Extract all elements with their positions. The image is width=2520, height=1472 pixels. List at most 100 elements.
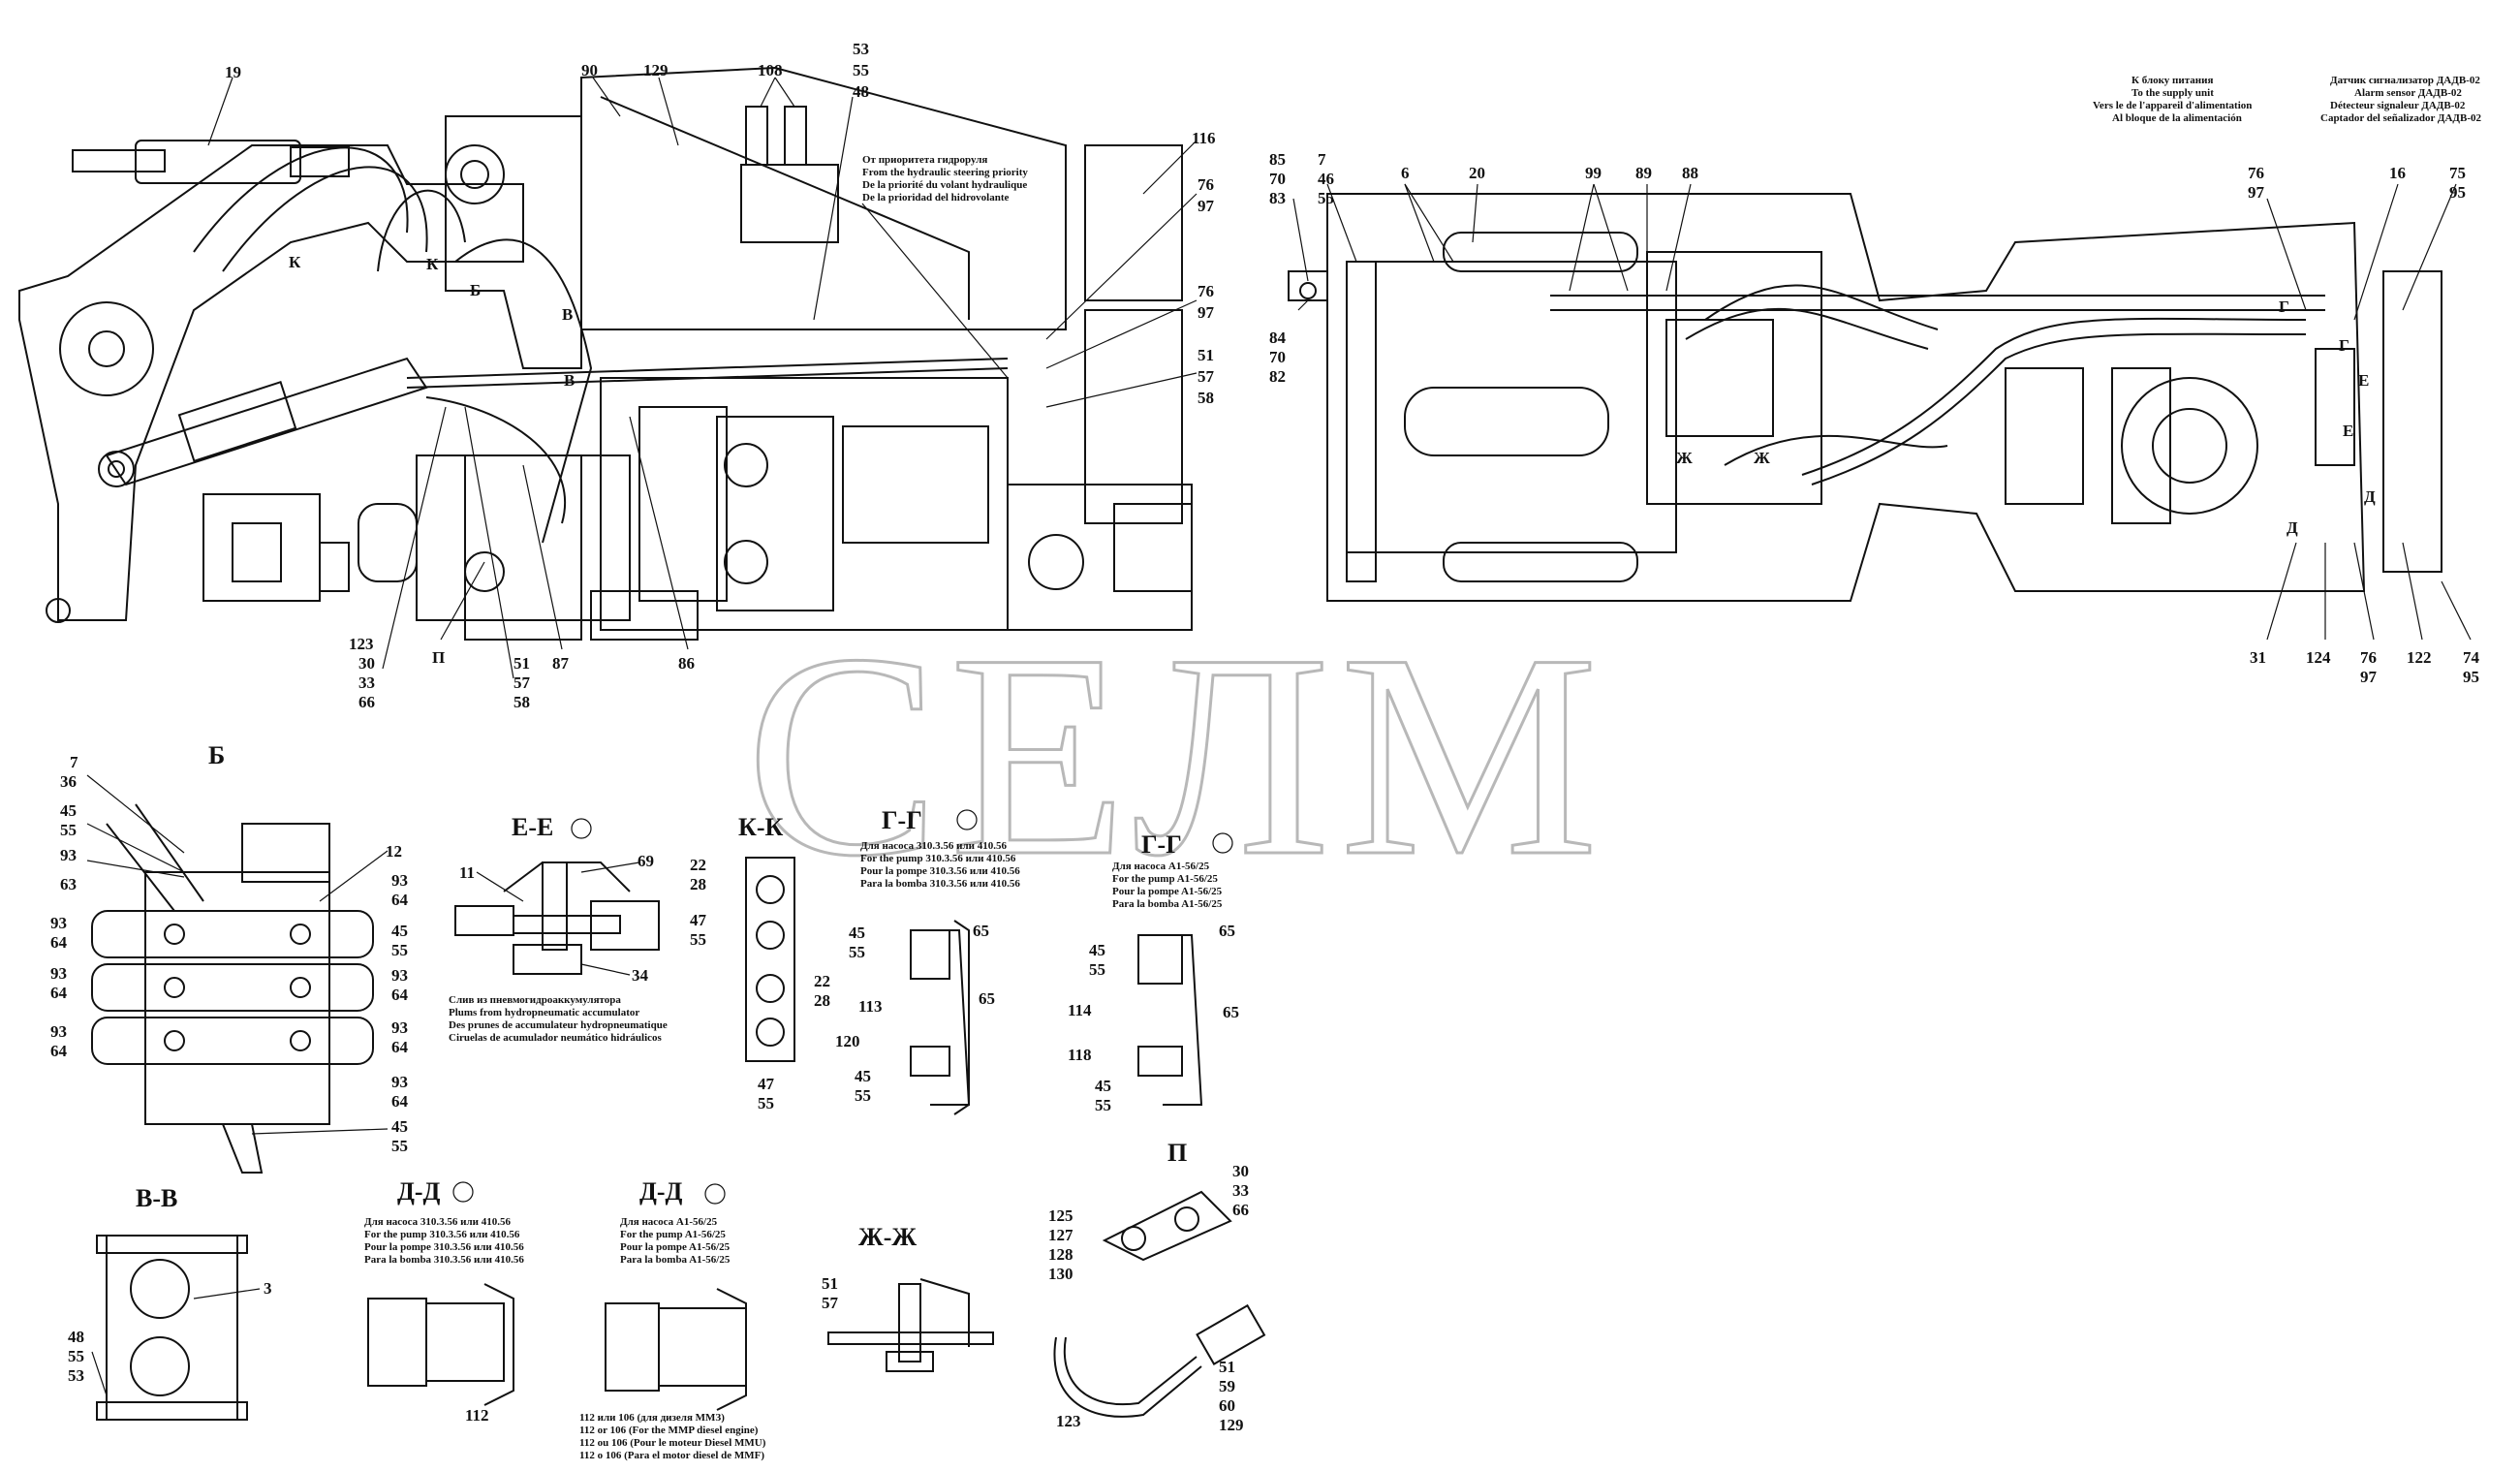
svg-text:86: 86 — [678, 654, 695, 673]
svg-text:70: 70 — [1269, 170, 1286, 188]
svg-text:64: 64 — [391, 891, 409, 909]
svg-text:46: 46 — [1318, 170, 1334, 188]
svg-text:От приоритета гидроруля: От приоритета гидроруля — [862, 154, 987, 166]
svg-text:28: 28 — [690, 875, 706, 893]
svg-text:51: 51 — [1198, 346, 1214, 364]
svg-text:20: 20 — [1469, 164, 1485, 182]
svg-text:64: 64 — [50, 933, 68, 952]
svg-text:93: 93 — [391, 1073, 408, 1091]
right-callout-labels: 85 70 83 7 46 55 6 20 99 89 88 76 97 16 … — [1269, 150, 2480, 686]
svg-text:Г-Г: Г-Г — [1141, 830, 1182, 859]
svg-text:55: 55 — [690, 930, 706, 949]
svg-text:116: 116 — [1192, 129, 1216, 147]
svg-text:12: 12 — [386, 842, 402, 861]
svg-text:31: 31 — [2250, 648, 2266, 667]
svg-text:69: 69 — [638, 852, 654, 870]
svg-text:Д: Д — [2364, 487, 2376, 506]
svg-text:93: 93 — [60, 846, 77, 864]
svg-text:Vers le de l'appareil d'alimen: Vers le de l'appareil d'alimentation — [2093, 100, 2252, 111]
svg-text:45: 45 — [1095, 1077, 1111, 1095]
svg-text:Para la bomba 310.3.56 или 410: Para la bomba 310.3.56 или 410.56 — [860, 878, 1020, 890]
svg-text:63: 63 — [60, 875, 77, 893]
svg-text:124: 124 — [2306, 648, 2331, 667]
svg-text:Pour la pompe A1-56/25: Pour la pompe A1-56/25 — [620, 1241, 731, 1253]
svg-text:45: 45 — [1089, 941, 1105, 959]
svg-text:97: 97 — [2248, 183, 2265, 202]
svg-text:Para la bomba A1-56/25: Para la bomba A1-56/25 — [620, 1254, 731, 1266]
svg-text:Д: Д — [2287, 518, 2298, 537]
svg-text:19: 19 — [225, 63, 241, 81]
svg-text:16: 16 — [2389, 164, 2406, 182]
svg-text:30: 30 — [358, 654, 375, 673]
svg-text:Ciruelas de acumulador neumáti: Ciruelas de acumulador neumático hidrául… — [449, 1032, 663, 1044]
svg-text:112 or 106 (For the MMP diesel: 112 or 106 (For the MMP diesel engine) — [579, 1425, 759, 1436]
svg-text:From the hydraulic steering pr: From the hydraulic steering priority — [862, 167, 1028, 178]
svg-text:90: 90 — [581, 61, 598, 79]
svg-text:108: 108 — [758, 61, 783, 79]
svg-text:113: 113 — [858, 997, 883, 1016]
svg-text:55: 55 — [855, 1086, 871, 1105]
svg-text:Para la bomba 310.3.56 или 410: Para la bomba 310.3.56 или 410.56 — [364, 1254, 524, 1266]
svg-text:Détecteur signaleur ДАДВ-02: Détecteur signaleur ДАДВ-02 — [2330, 100, 2466, 111]
svg-text:85: 85 — [1269, 150, 1286, 169]
svg-text:Б: Б — [208, 741, 225, 769]
svg-text:74: 74 — [2463, 648, 2480, 667]
view-gg-1: Г-Г Для насоса 310.3.56 или 410.56 For t… — [835, 806, 1020, 1115]
svg-text:66: 66 — [1232, 1201, 1249, 1219]
svg-text:122: 122 — [2407, 648, 2432, 667]
svg-text:57: 57 — [513, 673, 531, 692]
svg-text:64: 64 — [391, 986, 409, 1004]
svg-text:Для насоса 310.3.56 или 410.56: Для насоса 310.3.56 или 410.56 — [364, 1216, 512, 1228]
svg-text:Ж: Ж — [1676, 449, 1693, 467]
svg-text:66: 66 — [358, 693, 375, 711]
svg-text:Б: Б — [470, 281, 481, 299]
section-circle-icon — [571, 818, 592, 839]
svg-text:65: 65 — [973, 922, 989, 940]
svg-text:Para la bomba A1-56/25: Para la bomba A1-56/25 — [1112, 898, 1223, 910]
svg-text:55: 55 — [1318, 189, 1334, 207]
svg-text:93: 93 — [50, 964, 67, 983]
svg-text:97: 97 — [1198, 197, 1215, 215]
svg-text:45: 45 — [849, 924, 865, 942]
supply-unit-note: К блоку питания To the supply unit Vers … — [2093, 75, 2252, 124]
svg-text:К-К: К-К — [738, 813, 784, 841]
svg-text:65: 65 — [1223, 1003, 1239, 1021]
view-b-labels: 7 36 45 55 93 63 93 64 93 64 93 64 12 93… — [50, 753, 409, 1155]
svg-text:Е-Е: Е-Е — [512, 813, 553, 841]
svg-text:93: 93 — [50, 914, 67, 932]
left-callout-labels: 19 90 129 108 53 55 48 116 76 97 76 97 5… — [225, 40, 1216, 711]
svg-text:125: 125 — [1048, 1206, 1073, 1225]
svg-text:57: 57 — [822, 1294, 839, 1312]
svg-text:П: П — [1167, 1139, 1187, 1167]
view-kk: К-К 22 28 47 55 22 28 47 55 — [690, 813, 830, 1112]
svg-text:Ж: Ж — [1754, 449, 1770, 467]
view-b: Б — [86, 741, 389, 1174]
svg-text:55: 55 — [758, 1094, 774, 1112]
svg-text:65: 65 — [979, 989, 995, 1008]
svg-text:Pour la pompe 310.3.56 или 410: Pour la pompe 310.3.56 или 410.56 — [364, 1241, 524, 1253]
view-dd-2: Д-Д Для насоса А1-56/25 For the pump A1-… — [579, 1177, 766, 1461]
alarm-sensor-note: Датчик сигнализатор ДАДВ-02 Alarm sensor… — [2320, 75, 2481, 124]
svg-text:45: 45 — [855, 1067, 871, 1085]
svg-text:64: 64 — [50, 984, 68, 1002]
svg-text:Des prunes de accumulateur hyd: Des prunes de accumulateur hydropneumati… — [449, 1019, 668, 1031]
svg-text:Alarm sensor ДАДВ-02: Alarm sensor ДАДВ-02 — [2354, 87, 2462, 99]
svg-text:57: 57 — [1198, 367, 1215, 386]
svg-text:84: 84 — [1269, 329, 1287, 347]
svg-text:51: 51 — [1219, 1358, 1235, 1376]
svg-text:82: 82 — [1269, 367, 1286, 386]
svg-text:112 o 106 (Para el motor diese: 112 o 106 (Para el motor diesel de MMF) — [579, 1450, 764, 1461]
svg-text:60: 60 — [1219, 1396, 1235, 1415]
svg-text:Д-Д: Д-Д — [639, 1177, 683, 1206]
svg-text:22: 22 — [690, 856, 706, 874]
svg-text:Г: Г — [2339, 336, 2349, 355]
left-main-view — [18, 66, 1198, 679]
svg-text:36: 36 — [60, 772, 77, 791]
svg-text:93: 93 — [50, 1022, 67, 1041]
view-ee-note: Слив из пневмогидроаккумулятора Plums fr… — [449, 994, 668, 1044]
svg-text:Слив из пневмогидроаккумулятор: Слив из пневмогидроаккумулятора — [449, 994, 621, 1006]
svg-text:Для насоса А1-56/25: Для насоса А1-56/25 — [620, 1216, 718, 1228]
section-circle-icon — [452, 1181, 474, 1203]
svg-text:Ж-Ж: Ж-Ж — [858, 1223, 917, 1251]
